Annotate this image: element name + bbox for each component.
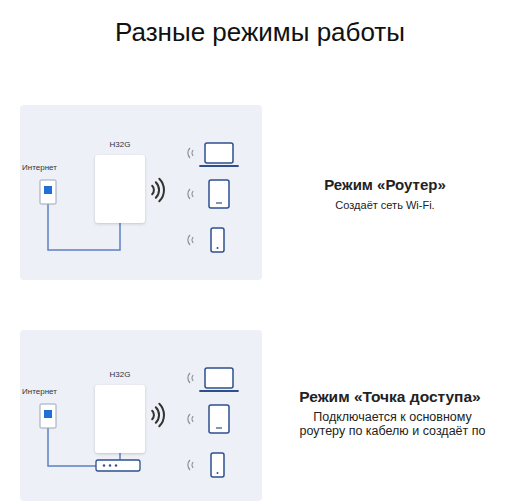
mode-title: Режим «Точка доступа»: [272, 387, 508, 406]
mode-panel: Интернет H32G: [20, 105, 262, 280]
page-title: Разные режимы работы: [60, 16, 460, 48]
device-model: H32G: [85, 140, 155, 150]
mesh-unit: H32G: [95, 385, 145, 453]
mode-description: Создаёт сеть Wi-Fi.: [285, 198, 485, 212]
mode-description: Подключается к основному роутеру по кабе…: [290, 410, 495, 438]
mode-title: Режим «Роутер»: [285, 176, 485, 194]
mesh-unit: H32G: [95, 155, 145, 223]
mode-panel: Интернет H32G: [20, 330, 262, 501]
device-model: H32G: [85, 370, 155, 380]
port-label: Интернет: [22, 163, 72, 173]
port-label: Интернет: [22, 387, 72, 397]
